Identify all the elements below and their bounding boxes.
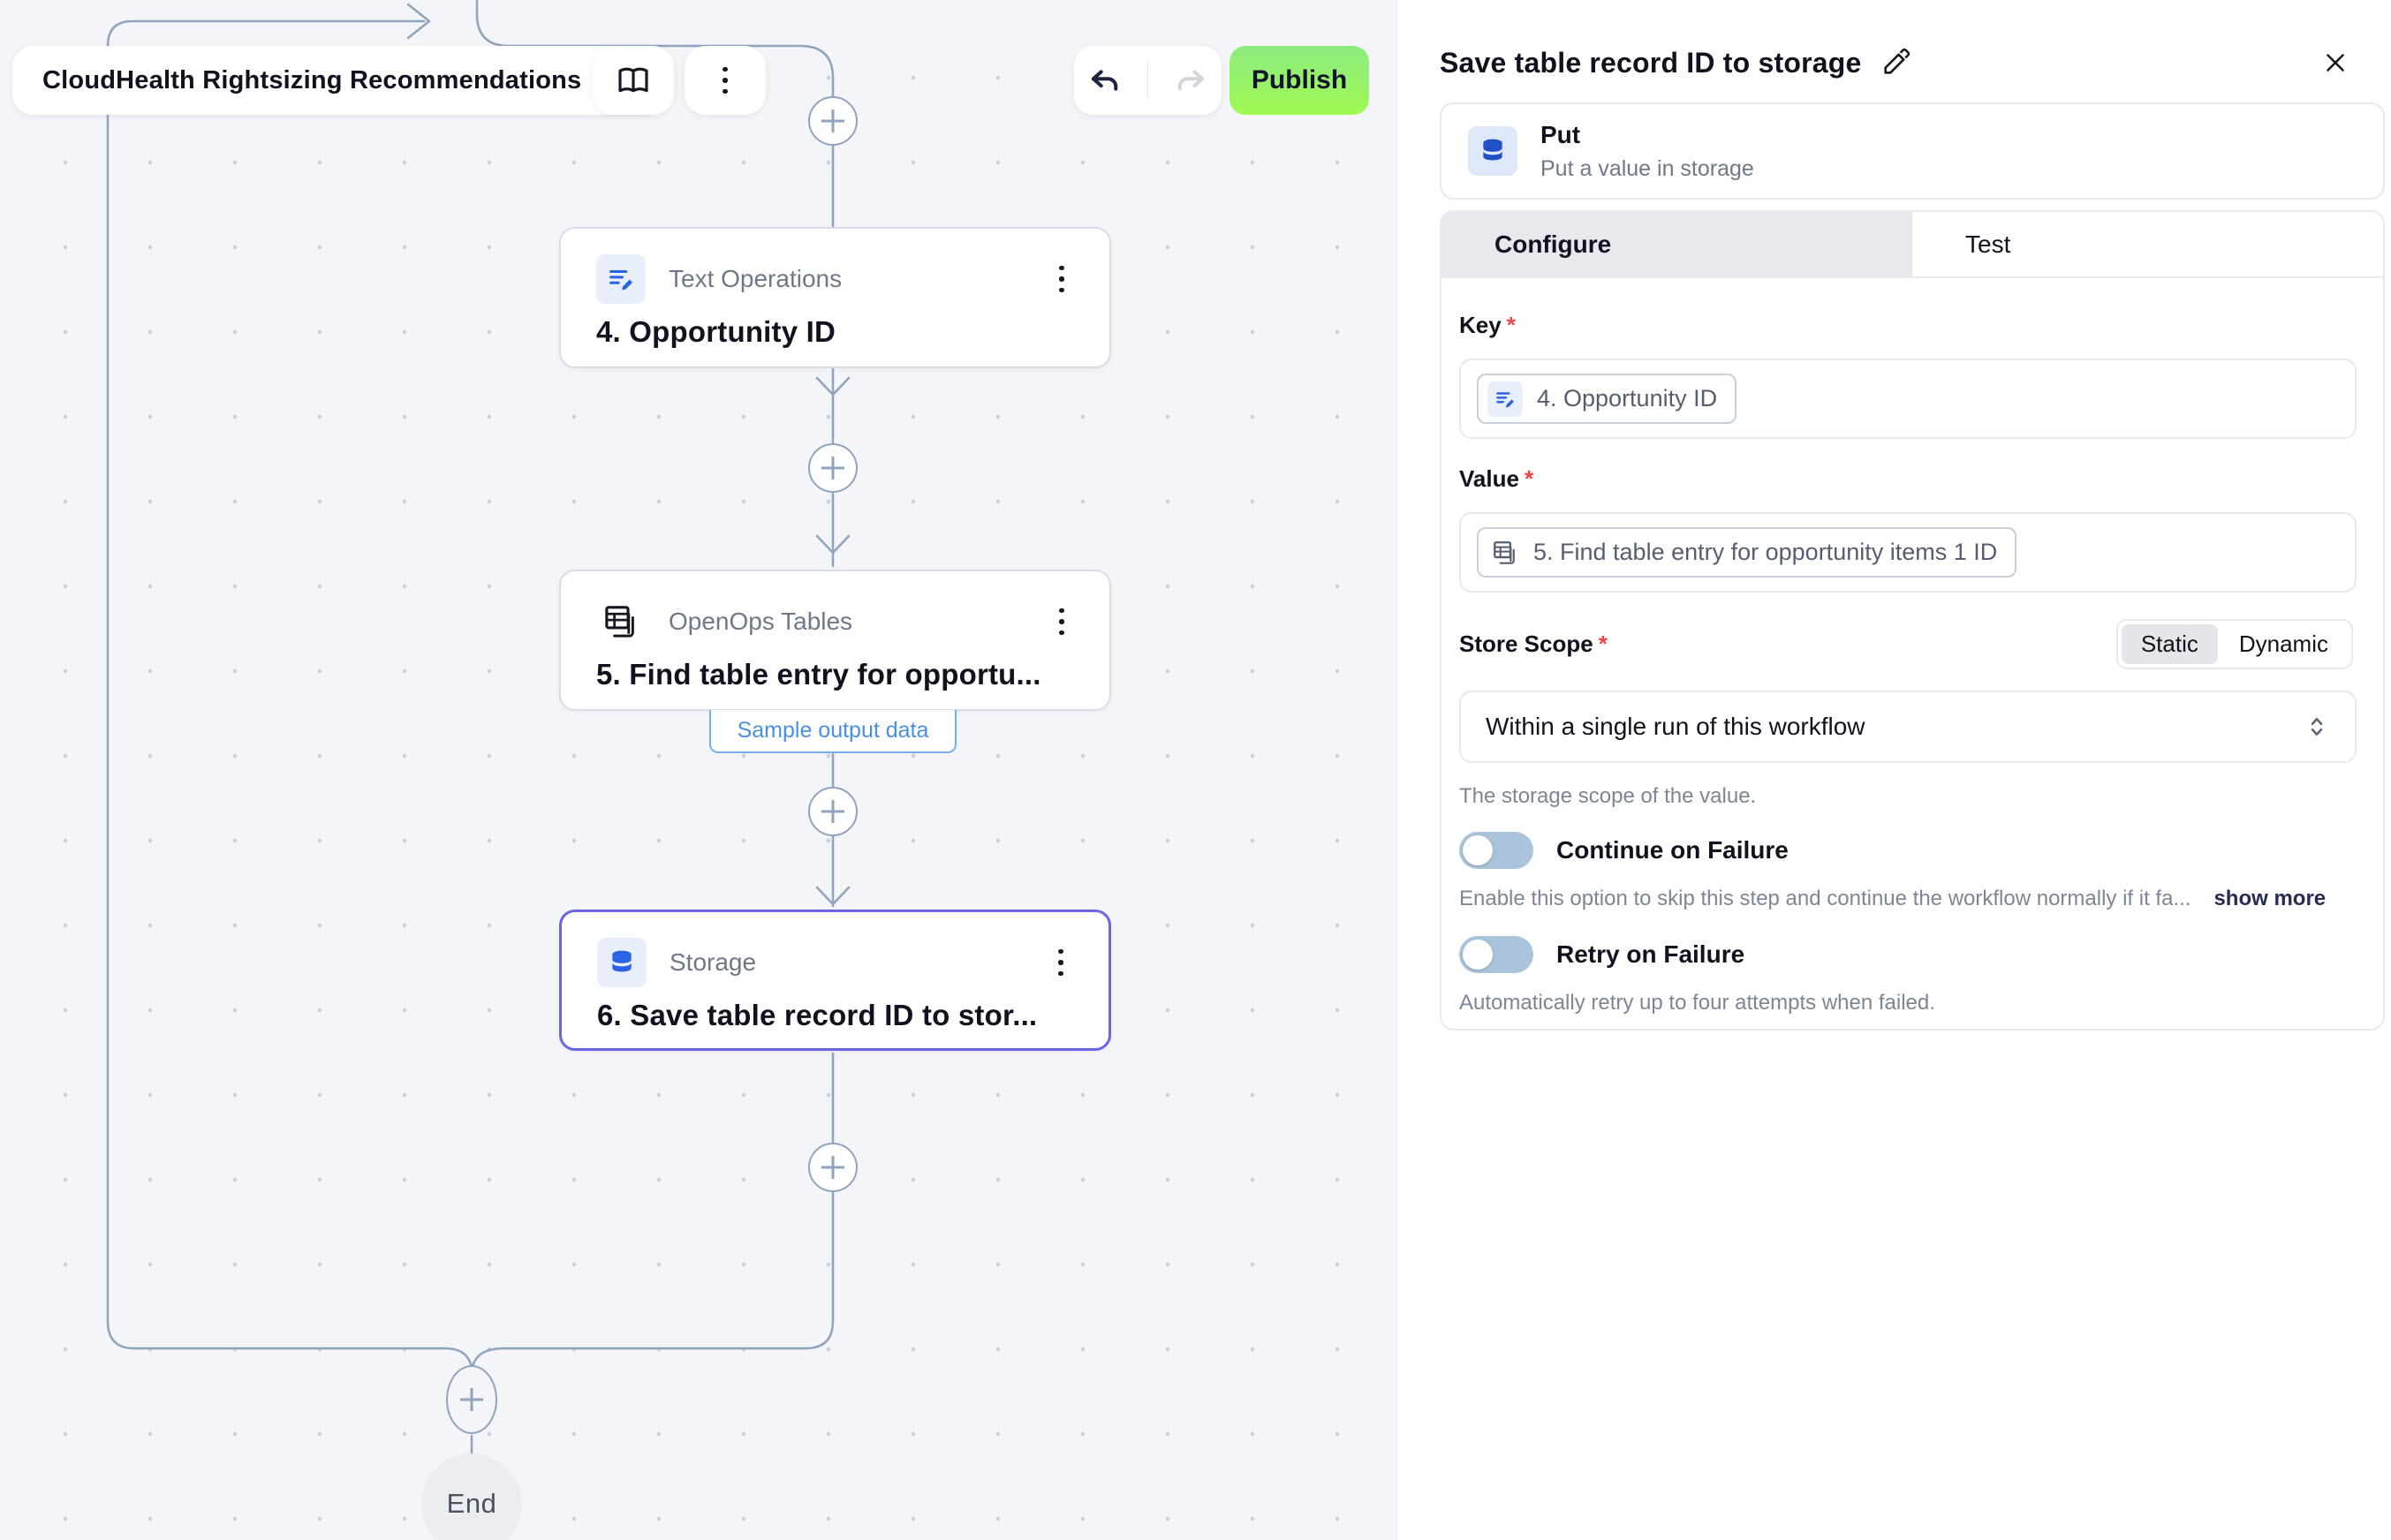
panel-header: Save table record ID to storage	[1397, 0, 2391, 83]
chip-text: 5. Find table entry for opportunity item…	[1533, 539, 1998, 565]
chevron-up-down-icon	[2304, 713, 2330, 740]
tables-icon	[596, 602, 646, 641]
key-input[interactable]: 4. Opportunity ID	[1459, 359, 2357, 439]
show-more-link[interactable]: show more	[2213, 887, 2327, 910]
panel-title: Save table record ID to storage	[1440, 46, 1862, 79]
flow-name-dropdown[interactable]: CloudHealth Rightsizing Recommendations	[12, 46, 662, 115]
storage-icon	[1468, 126, 1517, 176]
step-app-label: Storage	[670, 948, 757, 976]
retry-on-failure-toggle[interactable]	[1459, 936, 1533, 973]
divider	[1146, 60, 1149, 101]
rename-step-button[interactable]	[1880, 48, 1911, 78]
undo-icon	[1091, 70, 1117, 91]
publish-button[interactable]: Publish	[1230, 46, 1369, 115]
kebab-icon	[709, 59, 741, 102]
workflow-canvas[interactable]: CloudHealth Rightsizing Recommendations	[0, 0, 1396, 1540]
store-scope-label: Store Scope*	[1459, 630, 1608, 657]
flow-name: CloudHealth Rightsizing Recommendations	[42, 65, 582, 94]
undo-button[interactable]	[1086, 62, 1124, 99]
required-marker: *	[1506, 312, 1516, 338]
store-scope-helper: The storage scope of the value.	[1459, 784, 1757, 808]
action-description: Put a value in storage	[1540, 155, 1754, 181]
store-scope-mode-switch: Static Dynamic	[2115, 619, 2353, 669]
sample-output-data-badge[interactable]: Sample output data	[709, 710, 957, 753]
docs-button[interactable]	[593, 46, 674, 115]
step-title: 6. Save table record ID to stor...	[597, 999, 1038, 1031]
redo-button[interactable]	[1172, 62, 1209, 99]
segment-dynamic[interactable]: Dynamic	[2238, 630, 2328, 657]
value-input[interactable]: 5. Find table entry for opportunity item…	[1459, 512, 2357, 593]
add-step-button[interactable]	[808, 96, 858, 146]
continue-on-failure-label: Continue on Failure	[1556, 836, 1789, 864]
step-app-label: OpenOps Tables	[669, 608, 853, 635]
step-menu-button[interactable]	[1045, 941, 1077, 984]
tab-test[interactable]: Test	[1965, 230, 2011, 258]
add-step-button[interactable]	[446, 1365, 497, 1434]
history-controls	[1074, 46, 1222, 115]
required-marker: *	[1598, 630, 1608, 657]
step-node-storage[interactable]: Storage 6. Save table record ID to stor.…	[559, 910, 1111, 1051]
step-title: 4. Opportunity ID	[596, 315, 836, 348]
step-node-openops-tables[interactable]: OpenOps Tables 5. Find table entry for o…	[559, 570, 1111, 711]
step-menu-button[interactable]	[1046, 600, 1078, 643]
step-app-label: Text Operations	[669, 265, 843, 292]
continue-on-failure-toggle[interactable]	[1459, 832, 1533, 869]
add-step-button[interactable]	[808, 443, 858, 493]
text-operations-icon	[596, 254, 646, 304]
value-field-label: Value*	[1459, 465, 1534, 492]
text-operations-icon	[1487, 381, 1523, 417]
step-menu-button[interactable]	[1046, 258, 1078, 300]
action-summary-card: Put Put a value in storage	[1440, 102, 2385, 200]
key-field-label: Key*	[1459, 312, 1516, 338]
pencil-icon	[1884, 48, 1911, 74]
value-value-chip[interactable]: 5. Find table entry for opportunity item…	[1477, 527, 2017, 578]
storage-icon	[597, 938, 647, 987]
add-step-button[interactable]	[808, 1143, 858, 1192]
step-settings-panel: Save table record ID to storage	[1396, 0, 2391, 1540]
retry-on-failure-helper: Automatically retry up to four attempts …	[1459, 991, 1935, 1015]
configure-card: Configure Test Key*	[1440, 210, 2385, 1030]
step-title: 5. Find table entry for opportu...	[596, 658, 1041, 691]
close-icon	[2327, 54, 2344, 72]
chip-text: 4. Opportunity ID	[1537, 385, 1718, 411]
action-name: Put	[1540, 120, 1581, 148]
tab-configure[interactable]: Configure	[1441, 212, 1912, 276]
store-scope-select[interactable]: Within a single run of this workflow	[1459, 691, 2357, 763]
add-step-button[interactable]	[808, 787, 858, 836]
store-scope-value: Within a single run of this workflow	[1486, 713, 1865, 740]
redo-icon	[1178, 70, 1205, 91]
step-node-text-operations[interactable]: Text Operations 4. Opportunity ID	[559, 227, 1111, 368]
flow-menu-button[interactable]	[685, 46, 766, 115]
segment-static[interactable]: Static	[2121, 624, 2218, 664]
retry-on-failure-label: Retry on Failure	[1556, 940, 1745, 968]
end-node: End	[421, 1453, 522, 1540]
book-icon	[618, 67, 648, 93]
continue-on-failure-helper: Enable this option to skip this step and…	[1459, 887, 2191, 910]
key-value-chip[interactable]: 4. Opportunity ID	[1477, 374, 1737, 424]
panel-tabs: Configure Test	[1441, 212, 2383, 278]
tables-icon	[1491, 539, 1519, 567]
close-panel-button[interactable]	[2315, 42, 2356, 83]
required-marker: *	[1524, 465, 1534, 492]
